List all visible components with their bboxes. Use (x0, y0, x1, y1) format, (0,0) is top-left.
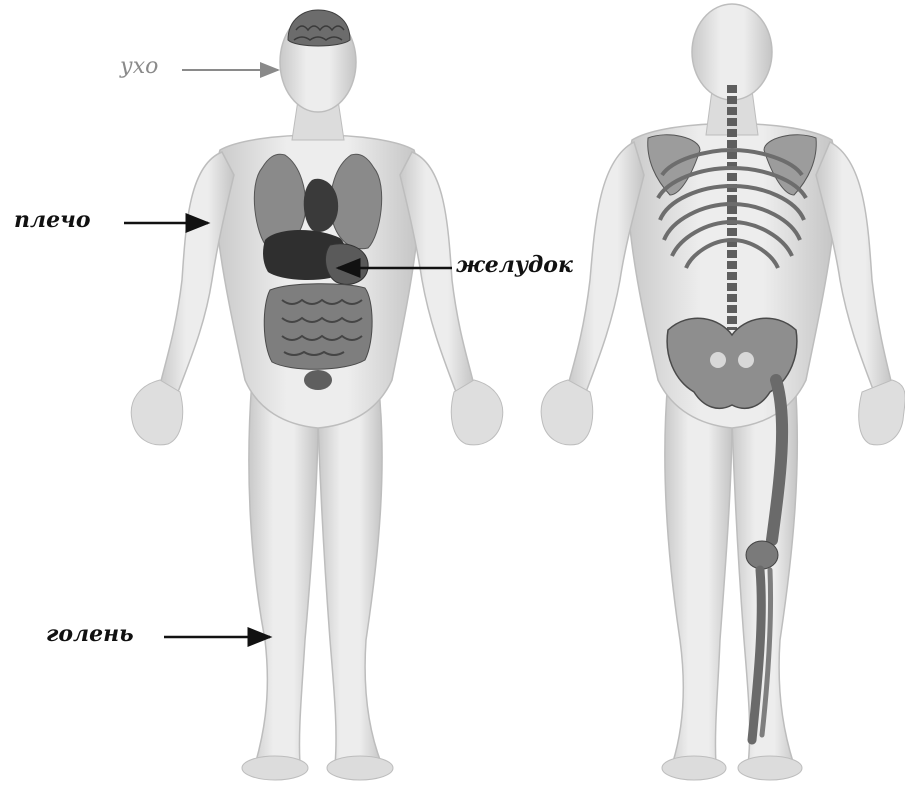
ear-label: ухо (120, 56, 158, 78)
front-body-figure (131, 10, 503, 780)
stomach-label: желудок (456, 254, 573, 276)
shoulder-label: плечо (14, 209, 91, 231)
shin-label: голень (46, 623, 134, 645)
back-body-figure (541, 4, 905, 780)
